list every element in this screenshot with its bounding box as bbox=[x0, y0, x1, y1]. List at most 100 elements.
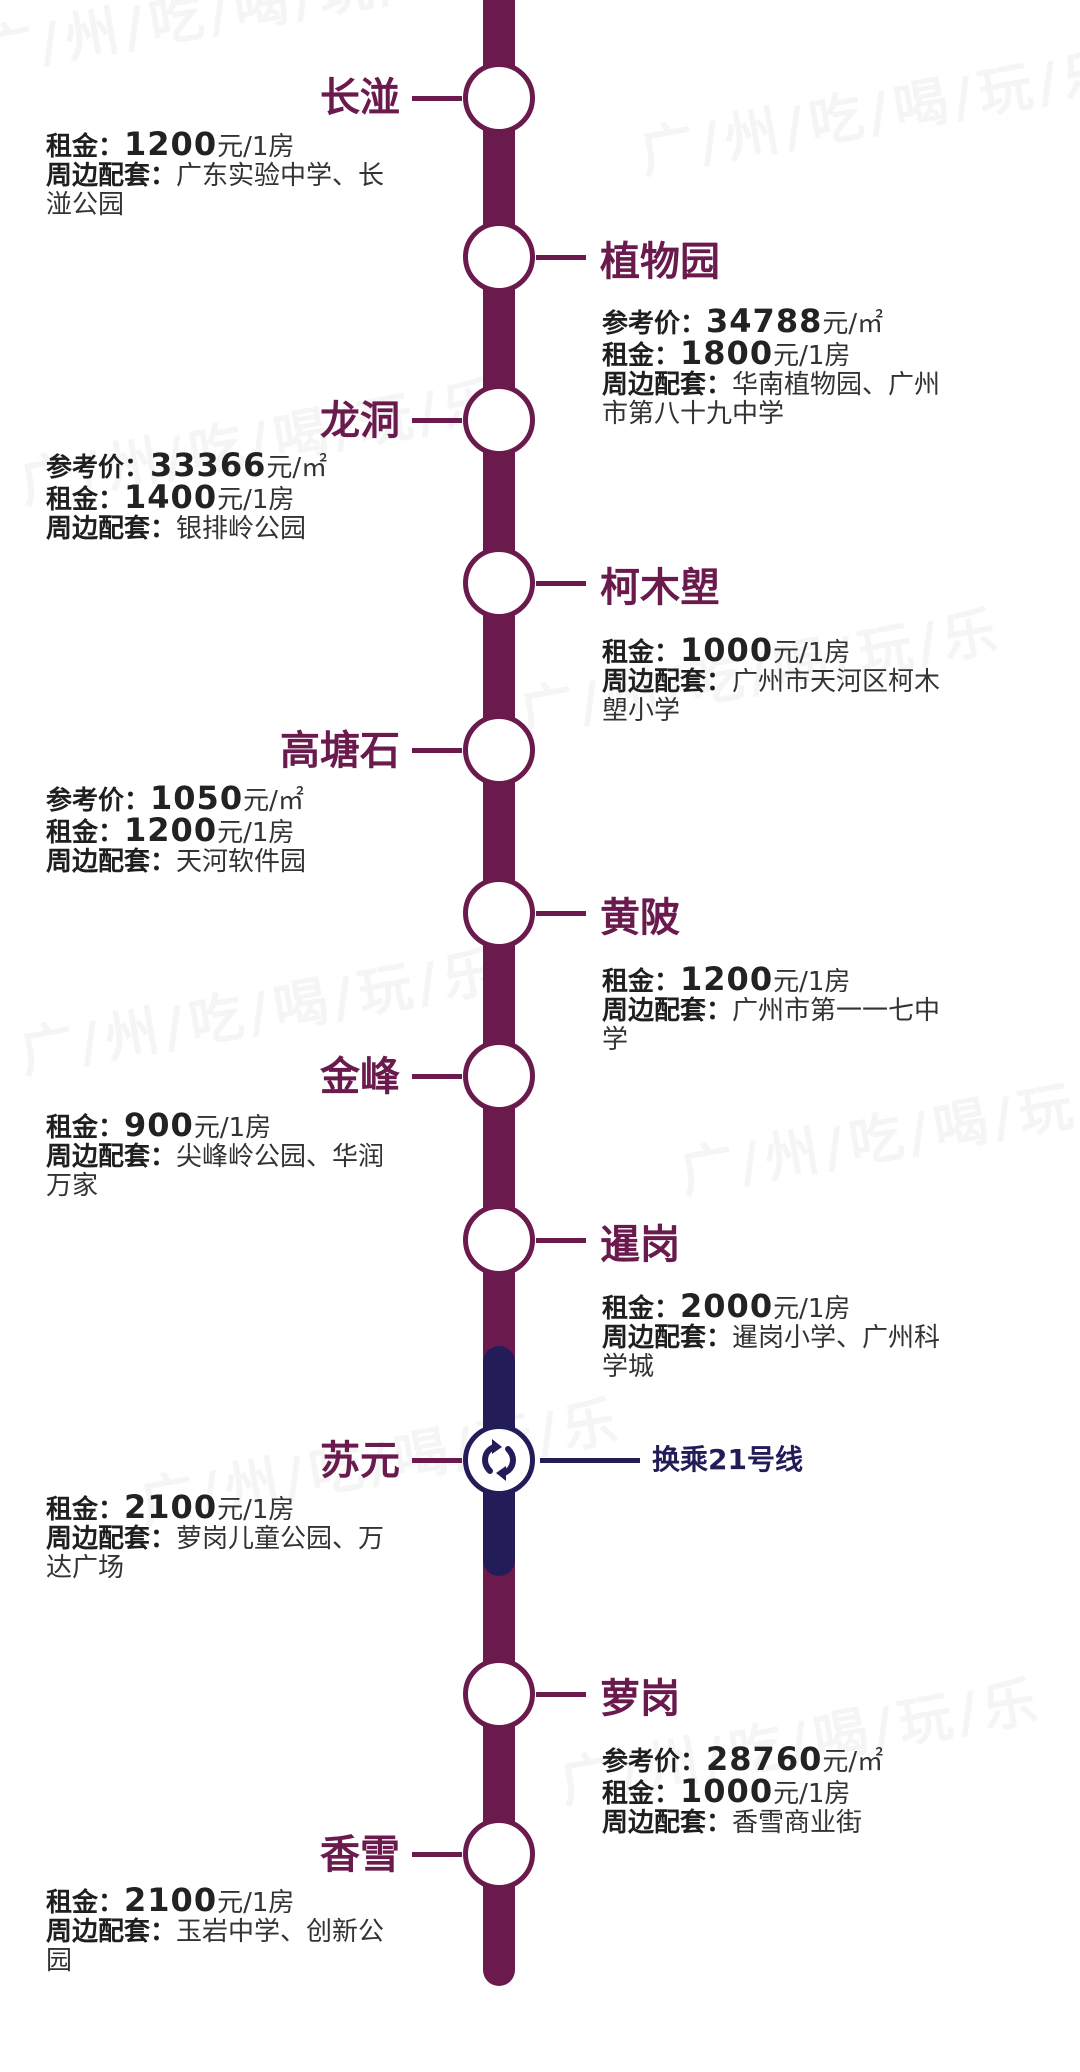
station-marker bbox=[463, 1818, 535, 1890]
price-unit: 元/㎡ bbox=[243, 786, 304, 816]
price-label: 参考价： bbox=[602, 1747, 707, 1777]
rent-value: 1000 bbox=[680, 1772, 774, 1810]
rent-label: 租金： bbox=[602, 341, 681, 371]
station-connector bbox=[412, 418, 462, 423]
station-name: 黄陂 bbox=[600, 895, 680, 941]
amenities-row: 周边配套：天河软件园 bbox=[46, 848, 406, 877]
transfer-station-marker bbox=[463, 1424, 535, 1496]
price-value: 33366 bbox=[150, 446, 267, 484]
amenities-row: 周边配套：尖峰岭公园、华润万家 bbox=[46, 1143, 406, 1201]
price-row: 参考价：1050元/㎡ bbox=[46, 782, 406, 816]
station-name: 苏元 bbox=[320, 1438, 400, 1484]
station-info: 租金：2100元/1房周边配套：玉岩中学、创新公园 bbox=[46, 1884, 406, 1976]
station-name: 长湴 bbox=[320, 75, 400, 121]
station-name: 金峰 bbox=[320, 1054, 400, 1100]
amenities-value: 香雪商业街 bbox=[732, 1808, 863, 1838]
rent-unit: 元/1房 bbox=[217, 132, 295, 162]
rent-unit: 元/1房 bbox=[217, 1495, 295, 1525]
station-marker bbox=[463, 221, 535, 293]
amenities-value: 天河软件园 bbox=[176, 847, 307, 877]
rent-row: 租金：1400元/1房 bbox=[46, 481, 406, 515]
transfer-label: 换乘21号线 bbox=[652, 1443, 803, 1476]
amenities-value: 银排岭公园 bbox=[176, 514, 307, 544]
amenities-label: 周边配套： bbox=[46, 1142, 177, 1172]
amenities-row: 周边配套：广州市天河区柯木塱小学 bbox=[602, 668, 962, 726]
station-info: 租金：2000元/1房周边配套：暹岗小学、广州科学城 bbox=[602, 1290, 962, 1382]
amenities-row: 周边配套：华南植物园、广州市第八十九中学 bbox=[602, 371, 962, 429]
station-name: 暹岗 bbox=[600, 1222, 680, 1268]
station-marker bbox=[463, 1040, 535, 1112]
station-marker bbox=[463, 1204, 535, 1276]
station-marker bbox=[463, 547, 535, 619]
price-unit: 元/㎡ bbox=[822, 309, 884, 339]
station-connector bbox=[536, 1238, 586, 1243]
rent-row: 租金：1000元/1房 bbox=[602, 1775, 962, 1809]
amenities-label: 周边配套： bbox=[46, 1917, 177, 1947]
rent-row: 租金：1000元/1房 bbox=[602, 634, 962, 668]
price-label: 参考价： bbox=[602, 309, 707, 339]
amenities-value: 尖峰岭公园、华润万家 bbox=[46, 1142, 385, 1201]
watermark: 广/州/吃/喝/玩/乐 bbox=[675, 1058, 1080, 1206]
amenities-row: 周边配套：广东实验中学、长湴公园 bbox=[46, 162, 406, 220]
amenities-row: 周边配套：暹岗小学、广州科学城 bbox=[602, 1324, 962, 1382]
transfer-arrows-icon bbox=[482, 1439, 516, 1481]
price-row: 参考价：34788元/㎡ bbox=[602, 305, 962, 339]
amenities-label: 周边配套： bbox=[602, 1323, 733, 1353]
price-value: 34788 bbox=[706, 302, 823, 340]
rent-label: 租金： bbox=[46, 1888, 125, 1918]
rent-unit: 元/1房 bbox=[217, 1888, 295, 1918]
rent-label: 租金： bbox=[46, 132, 125, 162]
watermark: 广/州/吃/喝/玩/乐 bbox=[635, 38, 1080, 186]
rent-value: 1200 bbox=[680, 960, 774, 998]
station-connector bbox=[536, 1692, 586, 1697]
amenities-row: 周边配套：广州市第一一七中学 bbox=[602, 997, 962, 1055]
amenities-row: 周边配套：萝岗儿童公园、万达广场 bbox=[46, 1525, 406, 1583]
rent-value: 900 bbox=[124, 1106, 194, 1144]
amenities-label: 周边配套： bbox=[602, 1808, 733, 1838]
amenities-value: 广州市第一一七中学 bbox=[602, 996, 941, 1055]
station-name: 柯木塱 bbox=[600, 565, 720, 611]
amenities-row: 周边配套：银排岭公园 bbox=[46, 515, 406, 544]
station-connector bbox=[536, 911, 586, 916]
amenities-value: 玉岩中学、创新公园 bbox=[46, 1917, 385, 1976]
station-connector bbox=[536, 581, 586, 586]
rent-row: 租金：900元/1房 bbox=[46, 1109, 406, 1143]
rent-value: 1800 bbox=[680, 334, 774, 372]
transfer-connector bbox=[540, 1458, 640, 1463]
station-marker bbox=[463, 1658, 535, 1730]
station-marker bbox=[463, 877, 535, 949]
amenities-row: 周边配套：香雪商业街 bbox=[602, 1809, 962, 1838]
rent-unit: 元/1房 bbox=[773, 341, 851, 371]
amenities-label: 周边配套： bbox=[602, 370, 733, 400]
rent-unit: 元/1房 bbox=[193, 1113, 272, 1143]
station-info: 租金：1200元/1房周边配套：广东实验中学、长湴公园 bbox=[46, 128, 406, 220]
price-row: 参考价：33366元/㎡ bbox=[46, 449, 406, 483]
amenities-label: 周边配套： bbox=[46, 161, 177, 191]
station-marker bbox=[463, 714, 535, 786]
station-connector bbox=[412, 96, 462, 101]
amenities-label: 周边配套： bbox=[602, 996, 733, 1026]
station-name: 香雪 bbox=[320, 1832, 400, 1878]
rent-label: 租金： bbox=[46, 818, 125, 848]
price-unit: 元/㎡ bbox=[266, 453, 328, 483]
rent-row: 租金：1200元/1房 bbox=[46, 814, 406, 848]
amenities-value: 广州市天河区柯木塱小学 bbox=[602, 667, 941, 726]
station-info: 租金：1200元/1房周边配套：广州市第一一七中学 bbox=[602, 963, 962, 1055]
station-info: 租金：900元/1房周边配套：尖峰岭公园、华润万家 bbox=[46, 1109, 406, 1201]
rent-row: 租金：2100元/1房 bbox=[46, 1884, 406, 1918]
amenities-label: 周边配套： bbox=[46, 1524, 177, 1554]
station-name: 植物园 bbox=[600, 239, 720, 285]
rent-value: 1000 bbox=[680, 631, 774, 669]
station-name: 高塘石 bbox=[280, 728, 400, 774]
amenities-label: 周边配套： bbox=[46, 514, 177, 544]
rent-row: 租金：2000元/1房 bbox=[602, 1290, 962, 1324]
station-name: 萝岗 bbox=[600, 1676, 680, 1722]
rent-unit: 元/1房 bbox=[217, 485, 295, 515]
amenities-label: 周边配套： bbox=[46, 847, 177, 877]
amenities-value: 萝岗儿童公园、万达广场 bbox=[46, 1524, 385, 1583]
station-marker bbox=[463, 384, 535, 456]
price-value: 28760 bbox=[706, 1740, 823, 1778]
rent-row: 租金：1800元/1房 bbox=[602, 337, 962, 371]
station-connector bbox=[412, 1458, 462, 1463]
